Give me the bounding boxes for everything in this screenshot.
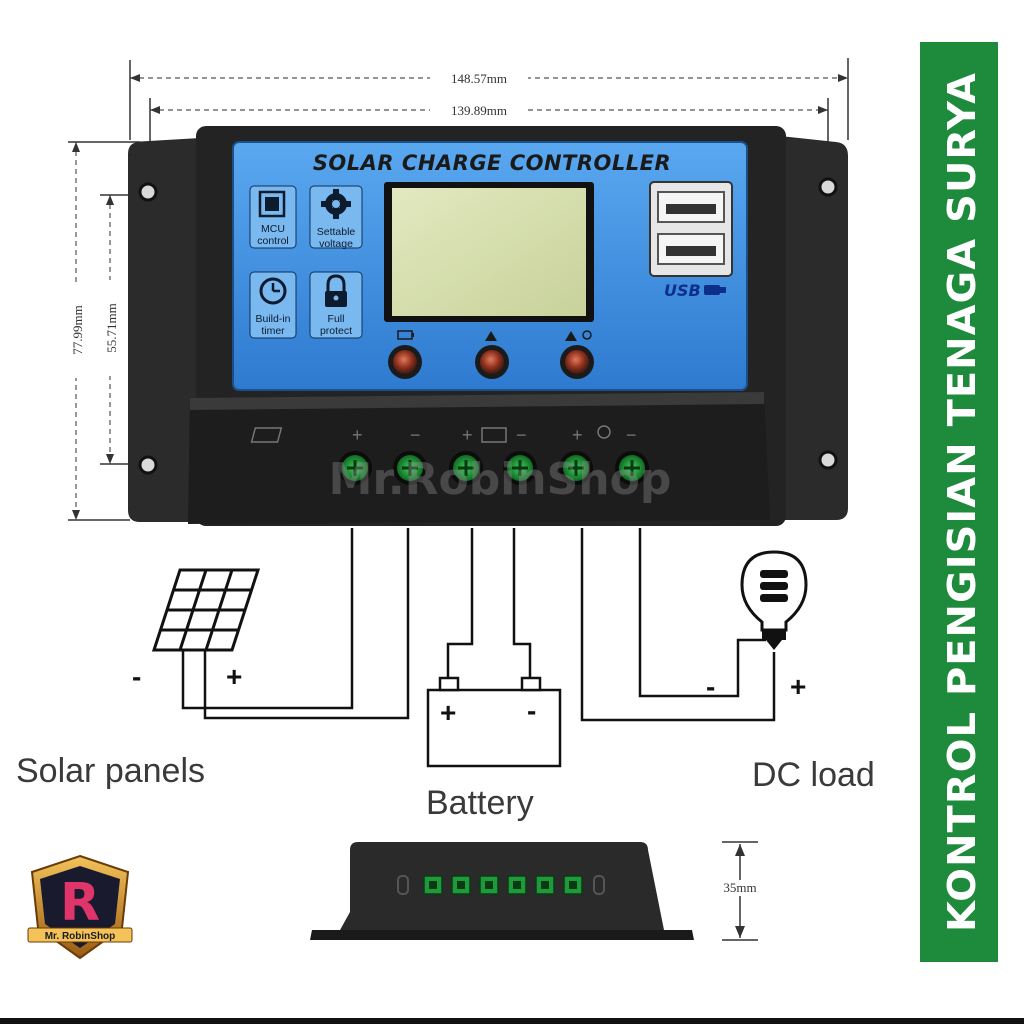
load-plus-sign: + [790,671,806,702]
feature-build-in-timer: Build-in timer [249,271,297,339]
feature-label: voltage [319,238,353,250]
solar-panel-icon [151,568,261,652]
battery-negative-wire [512,528,532,678]
right-flange [780,136,848,520]
feature-full-protect: Full protect [309,271,363,339]
dimension-overall-width: 148.57mm [129,58,849,140]
svg-text:−: − [516,425,527,445]
screw-terminal[interactable] [615,451,649,485]
battery-label: Battery [426,784,534,822]
screw-terminal[interactable] [503,451,537,485]
solar-positive-wire [203,528,410,720]
feature-label: Settable [317,226,356,238]
bulb-small-icon [597,425,611,439]
bottom-border [0,1018,1024,1024]
lock-icon [325,274,347,307]
solar-panel-small-icon [250,427,283,443]
dimension-hole-height: 55.71mm [98,194,150,465]
chip-icon [258,190,286,218]
svg-text:−: − [626,425,637,445]
dimension-depth: 35mm [712,841,768,941]
load-minus-sign: - [706,671,715,702]
hole-height-label: 55.71mm [104,303,119,352]
feature-label: Full [328,313,345,325]
watermark: Mr.RobinShop [329,454,672,505]
solar-panels-label: Solar panels [16,752,205,790]
dc-load-label: DC load [752,756,875,794]
feature-label: Build-in [255,313,290,325]
logo-brand-name: Mr. RobinShop [45,931,116,942]
usb-plug-icon [704,285,726,295]
lcd-screen [392,188,586,316]
feature-settable-voltage: Settable voltage [309,185,363,250]
svg-text:−: − [410,425,421,445]
hole-width-label: 139.89mm [451,103,507,118]
mounting-hole [818,177,838,197]
title-banner [920,42,998,962]
gear-icon [321,189,351,219]
feature-mcu-control: MCU control [249,185,297,249]
side-terminal-slot [429,881,437,889]
solar-negative-wire [181,528,354,710]
side-terminal-row [423,875,583,895]
side-terminal-slot [569,881,577,889]
overall-width-label: 148.57mm [451,71,507,86]
usb-ports[interactable] [649,181,733,277]
svg-text:+: + [572,425,583,445]
battery-small-icon [481,427,507,443]
charge-controller: SOLAR CHARGE CONTROLLER MCU control Sett… [128,126,848,526]
screw-terminal[interactable] [393,451,427,485]
clock-icon [259,277,287,305]
side-terminal-slot [513,881,521,889]
battery-icon [426,676,562,768]
down-button[interactable] [565,350,589,374]
battery-minus-sign: - [527,695,536,726]
svg-text:+: + [462,425,473,445]
solar-minus-sign: - [132,661,141,692]
battery-indicator-icon [397,330,414,340]
feature-label: timer [261,325,285,337]
side-terminal-slot [457,881,465,889]
battery-plus-sign: + [440,697,456,728]
load-indicator-icon [565,330,592,341]
solar-plus-sign: + [226,661,242,692]
depth-label: 35mm [723,880,756,895]
screw-terminal[interactable] [559,451,593,485]
mounting-hole [138,455,158,475]
warning-indicator-icon [485,331,497,341]
up-button[interactable] [480,350,504,374]
side-terminal-slot [485,881,493,889]
usb-logo: USB [664,281,701,300]
controller-side-view [310,842,694,940]
feature-label: control [257,235,289,247]
menu-button[interactable] [393,350,417,374]
battery-positive-wire [446,528,474,678]
svg-text:+: + [352,425,363,445]
load-positive-wire [580,528,776,722]
mounting-hole [138,182,158,202]
brand-logo: R Mr. RobinShop [27,854,133,960]
overall-height-label: 77.99mm [70,305,85,354]
dimension-overall-height: 77.99mm [64,141,140,521]
banner-title: KONTROL PENGISIAN TENAGA SURYA [940,72,984,932]
logo-letter: R [60,873,100,933]
load-negative-wire [638,528,766,698]
feature-label: MCU [261,223,285,235]
screw-terminal[interactable] [338,451,372,485]
terminal-polarity-marks: + − + − + − [250,425,637,445]
screw-terminal[interactable] [449,451,483,485]
side-terminal-slot [541,881,549,889]
wiring [181,528,776,722]
feature-label: protect [320,325,352,337]
light-bulb-icon [740,550,808,650]
left-flange [128,138,200,522]
terminal-block [338,451,649,485]
panel-title: SOLAR CHARGE CONTROLLER [313,151,671,175]
mounting-hole [818,450,838,470]
